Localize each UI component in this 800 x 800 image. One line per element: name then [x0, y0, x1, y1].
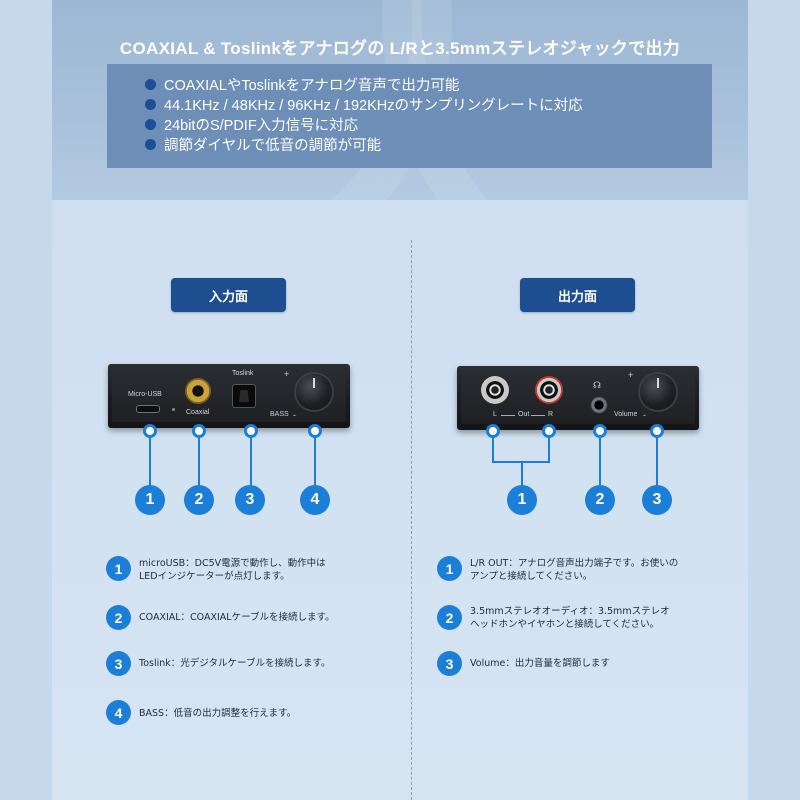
output-device: L Out R ☊ + Volume -	[457, 366, 699, 430]
pointer-ring-icon	[143, 424, 157, 438]
pointer-ring-icon	[542, 424, 556, 438]
volume-plus: +	[628, 370, 634, 380]
desc-number: 1	[437, 556, 462, 581]
input-marker-1: 1	[135, 485, 165, 515]
desc-number: 3	[437, 651, 462, 676]
desc-number: 2	[106, 605, 131, 630]
desc-number: 2	[437, 605, 462, 630]
feature-item: 24bitのS/PDIF入力信号に対応	[145, 114, 712, 134]
out-l-label: L	[493, 411, 497, 418]
micro-usb-port	[136, 405, 160, 413]
input-desc-4: BASS：低音の出力調整を行えます。	[139, 708, 297, 719]
desc-number: 4	[106, 700, 131, 725]
toslink-port-icon	[232, 384, 256, 408]
pointer-ring-icon	[308, 424, 322, 438]
page-title: COAXIAL & Toslinkをアナログの L/Rと3.5mmステレオジャッ…	[119, 39, 681, 58]
output-marker-3: 3	[642, 485, 672, 515]
section-divider	[411, 240, 412, 800]
bullet-icon	[145, 98, 156, 110]
output-desc-1: L/R OUT：アナログ音声出力端子です。お使いの アンプと接続してください。	[470, 558, 679, 582]
desc-number: 1	[106, 556, 131, 581]
input-desc-1: microUSB：DC5V電源で動作し、動作中は LEDインジケーターが点灯しま…	[139, 558, 326, 582]
rca-left-icon	[481, 376, 509, 404]
rca-right-icon	[535, 376, 563, 404]
output-marker-1: 1	[507, 485, 537, 515]
bullet-icon	[145, 118, 156, 130]
input-marker-3: 3	[235, 485, 265, 515]
pointer-ring-icon	[244, 424, 258, 438]
usb-label: Micro-USB	[128, 391, 162, 398]
input-marker-4: 4	[300, 485, 330, 515]
pointer-ring-icon	[486, 424, 500, 438]
output-desc-2: 3.5mmステレオオーディオ：3.5mmステレオ ヘッドホンやイヤホンと接続して…	[470, 606, 670, 630]
input-side-label: 入力面	[171, 278, 286, 312]
volume-knob-icon	[640, 374, 676, 410]
input-marker-2: 2	[184, 485, 214, 515]
feature-item: COAXIALやToslinkをアナログ音声で出力可能	[145, 74, 712, 94]
out-label: Out	[518, 411, 530, 418]
output-desc-3: Volume：出力音量を調節します	[470, 658, 610, 669]
feature-item: 44.1KHz / 48KHz / 96KHz / 192KHzのサンプリングレ…	[145, 94, 712, 114]
input-device: Micro-USB Coaxial Toslink + BASS -	[108, 364, 350, 428]
volume-label: Volume	[614, 411, 638, 418]
desc-number: 3	[106, 651, 131, 676]
pointer-ring-icon	[192, 424, 206, 438]
headphone-jack-icon	[590, 396, 608, 414]
volume-minus: -	[643, 410, 646, 420]
input-desc-2: COAXIAL：COAXIALケーブルを接続します。	[139, 612, 335, 623]
toslink-label: Toslink	[232, 370, 254, 377]
led-indicator-icon	[172, 408, 175, 411]
bullet-icon	[145, 138, 156, 150]
output-marker-2: 2	[585, 485, 615, 515]
headphone-icon: ☊	[593, 381, 601, 391]
feature-item: 調節ダイヤルで低音の調節が可能	[145, 134, 712, 154]
bass-knob-icon	[296, 374, 332, 410]
coaxial-label: Coaxial	[186, 409, 210, 416]
feature-list: COAXIALやToslinkをアナログ音声で出力可能 44.1KHz / 48…	[107, 64, 712, 168]
bass-minus: -	[293, 410, 296, 420]
bass-label: BASS	[270, 411, 289, 418]
output-side-label: 出力面	[520, 278, 635, 312]
coaxial-jack-icon	[185, 378, 211, 404]
input-desc-3: Toslink：光デジタルケーブルを接続します。	[139, 658, 331, 669]
pointer-ring-icon	[650, 424, 664, 438]
pointer-ring-icon	[593, 424, 607, 438]
bullet-icon	[145, 78, 156, 90]
bass-plus: +	[284, 369, 290, 379]
out-r-label: R	[548, 411, 554, 418]
